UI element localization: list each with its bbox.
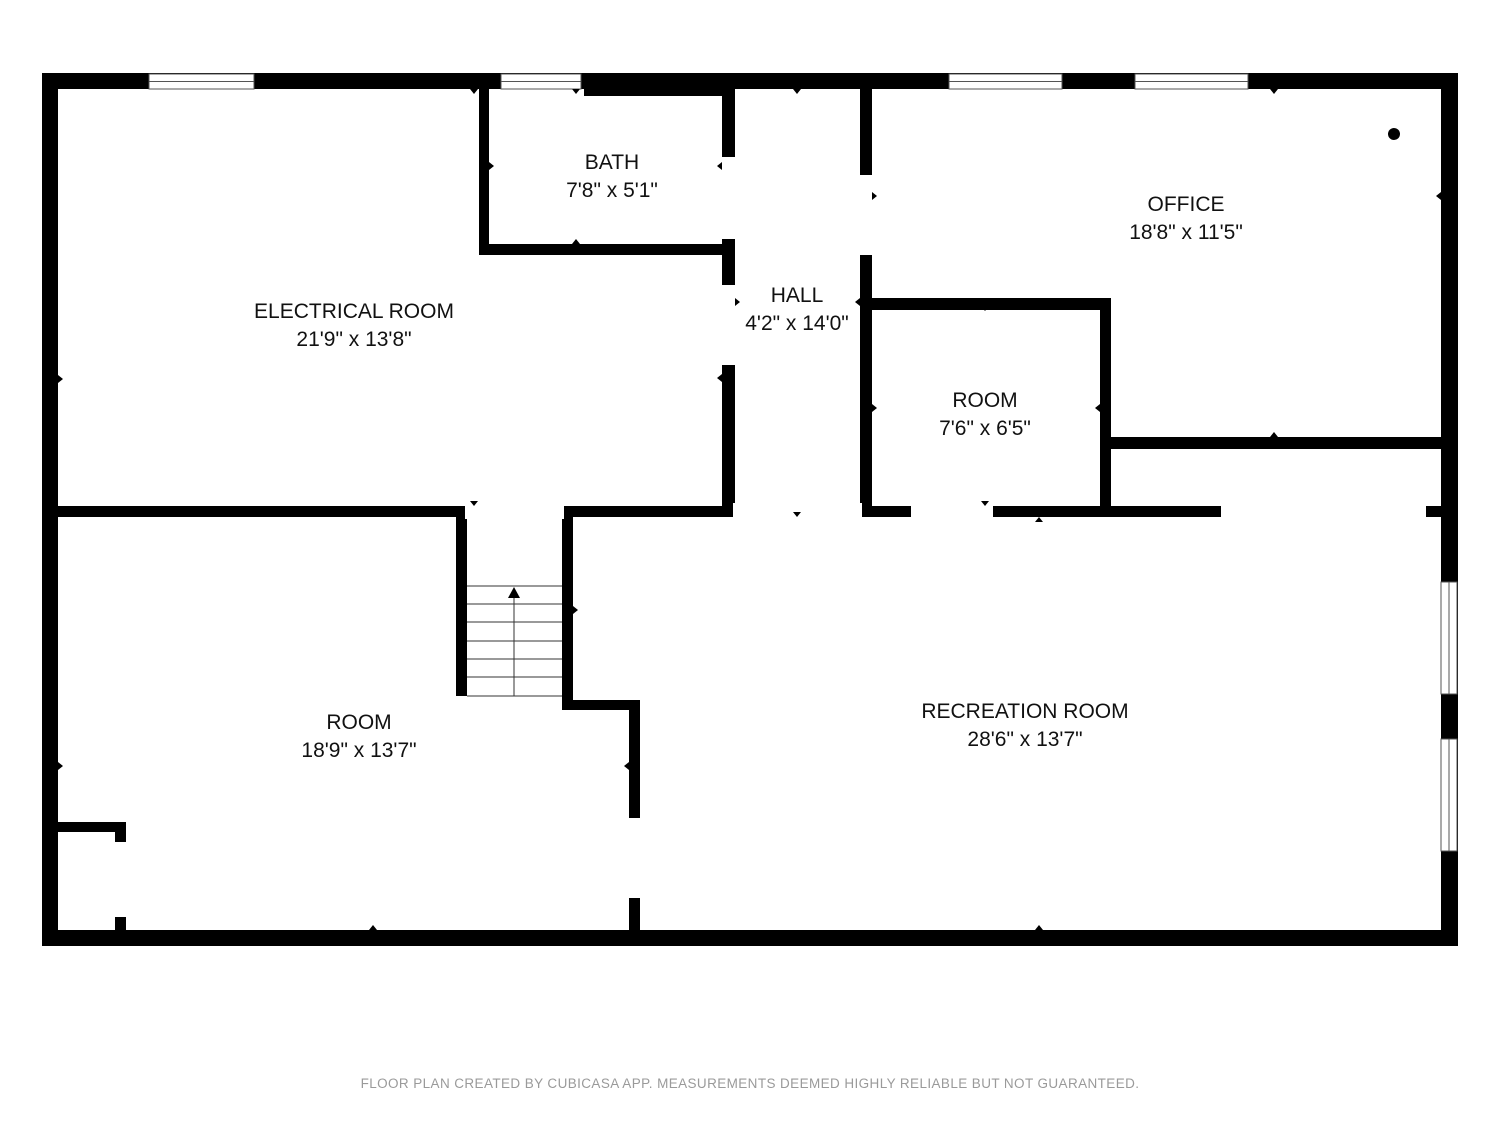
disclaimer-footer: FLOOR PLAN CREATED BY CUBICASA APP. MEAS… [360, 1076, 1140, 1091]
bath-wall-bottom [479, 244, 735, 255]
window-right-1 [1440, 581, 1458, 695]
window-right-2 [1440, 738, 1458, 852]
closet-wall-top [50, 822, 126, 832]
bath-size: 7'8" x 5'1" [566, 179, 658, 202]
room-labels: ELECTRICAL ROOM 21'9" x 13'8" BATH 7'8" … [254, 151, 1243, 762]
stair-arrow-icon [508, 587, 520, 598]
office-wall-bottom [1100, 437, 1450, 449]
room-size: 18'9" x 13'7" [301, 739, 416, 762]
opening-closet [1221, 503, 1426, 519]
fixture-dot-icon [1388, 128, 1400, 140]
stair-wall-jog [562, 700, 640, 710]
electrical-room-size: 21'9" x 13'8" [296, 328, 411, 351]
electrical-room-name: ELECTRICAL ROOM [254, 300, 454, 323]
door-small-room [911, 503, 993, 519]
door-bath [720, 157, 737, 239]
electrical-wall-bottom-right [562, 506, 735, 517]
room-name: ROOM [326, 711, 391, 734]
stairs [467, 585, 562, 697]
exterior-wall-top [42, 73, 1458, 89]
small-room-size: 7'6" x 6'5" [939, 417, 1031, 440]
window-top-1 [148, 73, 255, 90]
bath-wall-top-thick [584, 81, 730, 96]
exterior-wall-bottom [42, 930, 1458, 946]
openings [113, 157, 1426, 917]
hall-size: 4'2" x 14'0" [745, 312, 849, 335]
electrical-wall-bottom-left [50, 506, 467, 517]
stair-wall-left [456, 506, 467, 696]
recreation-room-name: RECREATION ROOM [921, 700, 1128, 723]
opening-stairs [465, 503, 564, 519]
bath-name: BATH [585, 151, 639, 174]
window-top-2 [500, 73, 582, 90]
dimension-ticks [58, 89, 1441, 930]
small-room-wall-right [1100, 298, 1111, 517]
door-closet [113, 842, 128, 917]
small-room-name: ROOM [952, 389, 1017, 412]
window-top-4 [1134, 73, 1249, 90]
door-room-recreation [626, 818, 643, 898]
window-top-3 [948, 73, 1063, 90]
opening-electrical-hall [720, 285, 737, 365]
office-size: 18'8" x 11'5" [1129, 221, 1243, 244]
stair-wall-right [562, 506, 573, 710]
windows [148, 73, 1458, 852]
small-room-wall-top [860, 298, 1111, 310]
recreation-room-size: 28'6" x 13'7" [967, 728, 1082, 751]
opening-hall-recreation [733, 503, 862, 519]
office-name: OFFICE [1148, 193, 1225, 216]
closet-wall-bottom [860, 506, 1450, 517]
hall-name: HALL [771, 284, 824, 307]
door-office [858, 175, 874, 255]
bath-wall-left [479, 81, 489, 255]
